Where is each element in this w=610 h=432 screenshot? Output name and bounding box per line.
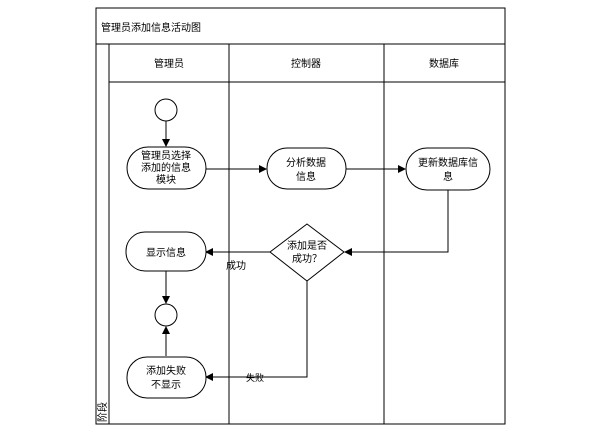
edge-decision-to-fail [205, 281, 308, 381]
activity-select-module-line-2: 添加的信息 [141, 161, 191, 174]
edge-update-to-decision [344, 190, 449, 256]
merge-node [154, 303, 178, 327]
lane-controller-header: 控制器 [291, 57, 321, 70]
activity-fail-not-shown [126, 356, 207, 399]
diagram-frame [95, 7, 506, 425]
start-node [154, 98, 178, 122]
activity-select-module-line-3: 模块 [156, 174, 176, 186]
lane-admin-header: 管理员 [154, 57, 184, 70]
activity-analyze-data [266, 147, 347, 190]
activity-select-module-line-1: 管理员选择 [141, 149, 191, 162]
activity-show-info [125, 231, 207, 272]
decision-line-1: 添加是否 [287, 239, 327, 252]
activity-fail-line-2: 不显示 [151, 379, 181, 391]
lane-database-header: 数据库 [429, 57, 459, 70]
activity-update-database [405, 147, 491, 191]
activity-show-info-label: 显示信息 [146, 246, 186, 259]
decision-line-2: 成功？ [292, 253, 322, 265]
edge-label-fail: 失败 [246, 372, 264, 384]
activity-select-module [126, 146, 207, 190]
activity-update-database-line-2: 息 [443, 170, 453, 183]
activity-fail-line-1: 添加失败 [146, 364, 186, 377]
decision-success [269, 223, 345, 282]
activity-update-database-line-1: 更新数据库信 [418, 156, 478, 169]
activity-analyze-data-line-2: 信息 [296, 170, 316, 183]
stage-label: 阶段 [96, 402, 109, 422]
diagram-title: 管理员添加信息活动图 [101, 21, 201, 34]
edge-label-success: 成功 [226, 260, 246, 272]
activity-analyze-data-line-1: 分析数据 [286, 156, 326, 169]
